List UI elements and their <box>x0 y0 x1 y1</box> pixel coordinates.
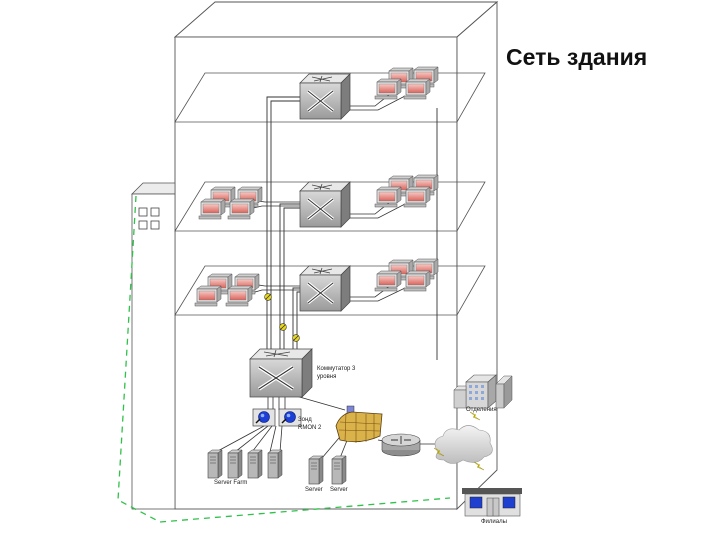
floor-plate-3 <box>174 72 486 123</box>
workstation-icon <box>194 285 222 307</box>
server-icon <box>331 455 347 485</box>
floor-1-switch-icon <box>298 264 352 313</box>
workstation-icon <box>225 285 253 307</box>
server-icon <box>207 449 223 479</box>
floor-2-switch-icon <box>298 180 352 229</box>
remote-office-icon <box>462 488 522 517</box>
server-label: Server <box>305 487 323 493</box>
page-title: Сеть здания <box>506 44 648 70</box>
server-icon <box>227 449 243 479</box>
server-label: Server <box>330 487 348 493</box>
server-icon <box>267 449 283 479</box>
workstation-icon <box>403 186 431 208</box>
annex-building <box>131 182 176 510</box>
server-icon <box>247 449 263 479</box>
floor-plate-1 <box>174 265 486 316</box>
riser-cables <box>266 96 438 360</box>
floor-3-switch-icon <box>298 72 352 121</box>
workstation-icon <box>227 198 255 220</box>
branch-office-label: Отделения <box>466 407 497 413</box>
remote-office-label: Филиалы <box>481 519 507 525</box>
rmon-probe-icon <box>252 408 276 427</box>
floor-plate-2 <box>174 181 486 232</box>
wan-cloud-icon <box>434 425 493 464</box>
firewall-icon <box>335 405 383 443</box>
cable-tie-icon <box>279 323 287 331</box>
workstation-icon <box>403 270 431 292</box>
workstation-icon <box>403 78 431 100</box>
workstation-icon <box>198 198 226 220</box>
cable-tie-icon <box>264 293 272 301</box>
router-icon <box>381 433 421 457</box>
workstation-icon <box>374 78 402 100</box>
l3-switch-label: Коммутатор 3 уровня <box>317 366 356 380</box>
l3-switch-icon <box>249 348 313 398</box>
cable-tie-icon <box>292 334 300 342</box>
workstation-icon <box>374 186 402 208</box>
branch-office-icon <box>453 374 513 409</box>
floor-3-links <box>341 89 406 111</box>
server-farm-label: Server Farm <box>214 480 248 486</box>
workstation-icon <box>374 270 402 292</box>
server-icon <box>308 455 324 485</box>
rmon-probe-label: Зонд RMON 2 <box>298 417 322 431</box>
external-link-dashed <box>117 195 451 523</box>
